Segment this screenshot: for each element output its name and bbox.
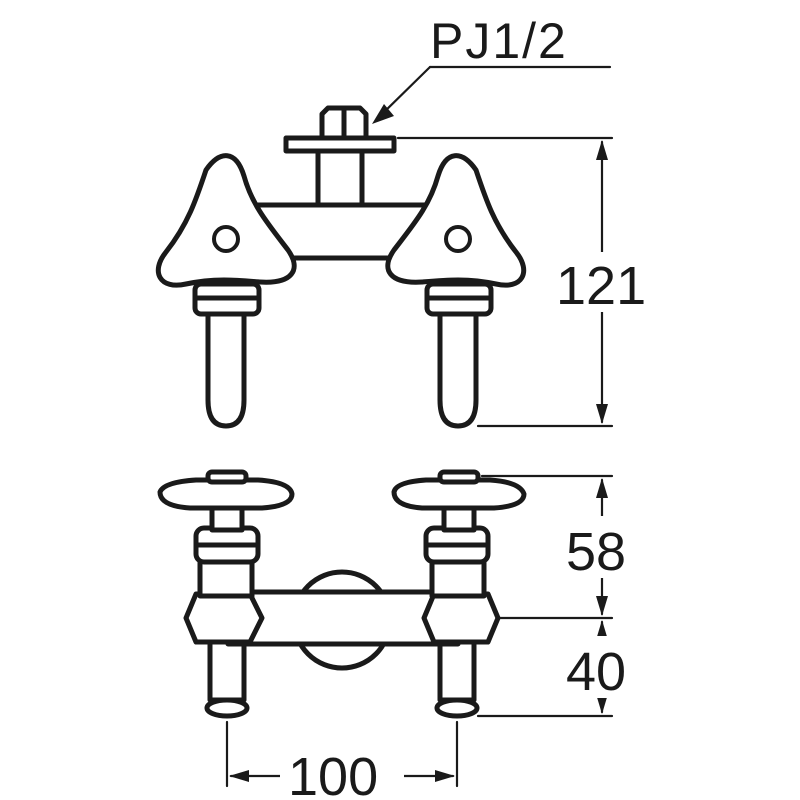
front-left-valve-body [197,557,255,599]
front-left-handle-cap [205,469,249,485]
arrow-40-top [596,620,608,640]
top-view [155,105,527,429]
arrow-100-right [435,770,455,782]
top-center-stem [315,147,365,208]
arrow-121-bottom [596,404,608,424]
top-right-handle [385,153,527,288]
arrow-58-top [596,478,608,498]
dimension-100: 100 [225,720,459,800]
arrow-58-bottom [596,596,608,616]
front-right-handle-cap [437,469,481,485]
dimension-100-label: 100 [288,747,378,800]
connection-callout: PJ1/2 [372,13,612,124]
top-left-spout [205,309,247,429]
dimension-121: 121 [396,136,646,428]
arrow-121-top [596,140,608,160]
connection-label: PJ1/2 [430,13,568,69]
dimension-58-40: 58 40 [476,474,644,718]
callout-arrowhead [372,104,394,124]
front-view [157,469,527,719]
top-left-handle [155,153,297,288]
dimension-58-label: 58 [566,522,626,582]
front-right-valve-body [429,557,487,599]
front-right-spout-tip [434,697,480,719]
front-right-handle [391,477,527,511]
front-left-hex-nut [183,591,265,645]
top-left-handle-screw [212,225,240,253]
front-left-spout-tip [204,697,250,719]
top-right-handle-screw [444,225,472,253]
arrow-100-left [229,770,249,782]
dimension-40-label: 40 [566,642,626,702]
arrow-40-bottom [596,694,608,714]
top-right-spout [437,309,479,429]
dimension-121-label: 121 [556,256,646,316]
front-right-hex-nut [421,591,501,645]
front-left-handle [157,477,295,511]
